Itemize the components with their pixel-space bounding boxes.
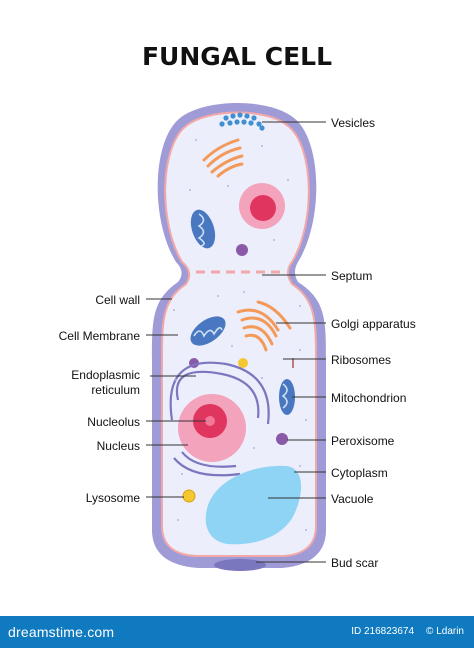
mitochondrion-left [190, 316, 226, 346]
golgi-upper [202, 138, 244, 178]
lysosome-upper [238, 358, 248, 368]
label-ribosomes: Ribosomes [331, 353, 392, 367]
label-septum: Septum [331, 269, 373, 283]
leader-lines [146, 121, 326, 563]
footer-id: ID 216823674 © Ldarin [351, 626, 464, 637]
label-er-line2: reticulum [91, 383, 140, 397]
label-bud-scar: Bud scar [331, 556, 379, 570]
nucleolus-upper [250, 195, 276, 221]
footer-brand: dreamstime.com [8, 624, 115, 640]
label-vacuole: Vacuole [331, 492, 374, 506]
label-cytoplasm: Cytoplasm [331, 466, 388, 480]
label-cell-wall: Cell wall [95, 293, 140, 307]
diagram-title: FUNGAL CELL [141, 42, 333, 71]
vesicles [219, 112, 265, 131]
label-nucleolus: Nucleolus [87, 415, 140, 429]
mitochondrion-right [279, 379, 295, 415]
mitochondrion-upper [190, 209, 216, 249]
label-peroxisome: Peroxisome [331, 434, 395, 448]
golgi-lower [236, 300, 292, 352]
footer-author: © Ldarin [426, 626, 464, 637]
peroxisome-upper [236, 244, 248, 256]
label-lysosome: Lysosome [85, 491, 140, 505]
label-cell-membrane: Cell Membrane [58, 329, 140, 343]
label-nucleus: Nucleus [96, 439, 140, 453]
label-er-line1: Endoplasmic [71, 368, 140, 382]
peroxisome-right [276, 433, 288, 445]
label-golgi: Golgi apparatus [331, 317, 416, 331]
lysosome-lower [182, 489, 196, 503]
footer-bar: dreamstime.com ID 216823674 © Ldarin [0, 616, 474, 648]
bud-scar [214, 559, 266, 571]
footer-id-text: ID 216823674 [351, 626, 415, 637]
endoplasmic-reticulum [169, 361, 270, 477]
vacuole [205, 465, 302, 545]
label-mitochondrion: Mitochondrion [331, 391, 407, 405]
label-vesicles: Vesicles [331, 116, 376, 130]
cytoplasm-specks [173, 139, 307, 531]
